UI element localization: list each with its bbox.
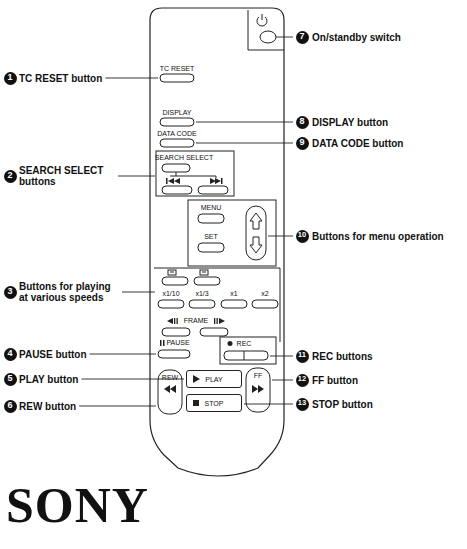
callout-label: Buttons for menu operation	[312, 231, 444, 242]
leader-line	[268, 236, 293, 237]
button-box: PLAY	[186, 370, 242, 388]
leader-line	[196, 143, 293, 144]
button-label: x1/3	[195, 290, 208, 298]
button-label: DISPLAY	[162, 109, 191, 117]
leader-line	[270, 356, 293, 357]
callout-number: 3	[4, 286, 17, 299]
callout-label: DATA CODE button	[312, 138, 403, 149]
button-icon	[193, 399, 201, 407]
callout-number: 2	[4, 170, 17, 183]
callout-number: 8	[296, 116, 309, 129]
leader-line	[122, 292, 155, 293]
callout-number: 7	[296, 31, 309, 44]
leader-line	[244, 404, 293, 405]
leader-line	[90, 354, 156, 355]
callout-label: STOP button	[312, 399, 373, 410]
button-label: REW	[162, 374, 178, 382]
callout-label: Buttons for playing at various speeds	[19, 281, 119, 303]
callout-number: 10	[296, 230, 309, 243]
callout-number: 12	[296, 374, 309, 387]
callout-label: PLAY button	[19, 374, 78, 385]
callout-label: PAUSE button	[19, 349, 87, 360]
leader-line	[79, 406, 156, 407]
button-label: SET	[204, 233, 218, 241]
button-label: x2	[261, 290, 268, 298]
leader-line	[276, 37, 293, 38]
button-label: TC RESET	[160, 65, 195, 73]
button-label: REC	[237, 340, 252, 348]
callout-label: TC RESET button	[19, 73, 102, 84]
leader-line	[105, 78, 158, 79]
button-text: STOP	[205, 400, 224, 407]
callout-label: SEARCH SELECT buttons	[19, 165, 115, 187]
callout-number: 9	[296, 137, 309, 150]
callout-label: REW button	[19, 401, 76, 412]
leader-line	[118, 176, 155, 177]
callout-label: On/standby switch	[312, 32, 401, 43]
callout-number: 13	[296, 398, 309, 411]
leader-line	[272, 380, 293, 381]
button-label: FF	[254, 372, 263, 380]
callout-label: REC buttons	[312, 351, 373, 362]
callout-label: FF button	[312, 375, 358, 386]
button-icon	[193, 375, 201, 383]
button-label: x1	[230, 290, 237, 298]
callout-number: 6	[4, 400, 17, 413]
callout-number: 11	[296, 350, 309, 363]
button-label: SEARCH SELECT	[155, 154, 213, 162]
leader-line	[196, 122, 293, 123]
button-label: DATA CODE	[157, 130, 196, 138]
brand-logo: SONY	[6, 480, 149, 530]
callout-number: 1	[4, 72, 17, 85]
callout-label: DISPLAY button	[312, 117, 388, 128]
button-label: MENU	[201, 204, 222, 212]
button-label: x1/10	[162, 290, 179, 298]
callout-number: 5	[4, 373, 17, 386]
button-text: PLAY	[205, 376, 222, 383]
button-label: FRAME	[184, 317, 209, 325]
button-box: STOP	[186, 394, 242, 412]
callout-number: 4	[4, 348, 17, 361]
button-label: PAUSE	[166, 339, 189, 347]
